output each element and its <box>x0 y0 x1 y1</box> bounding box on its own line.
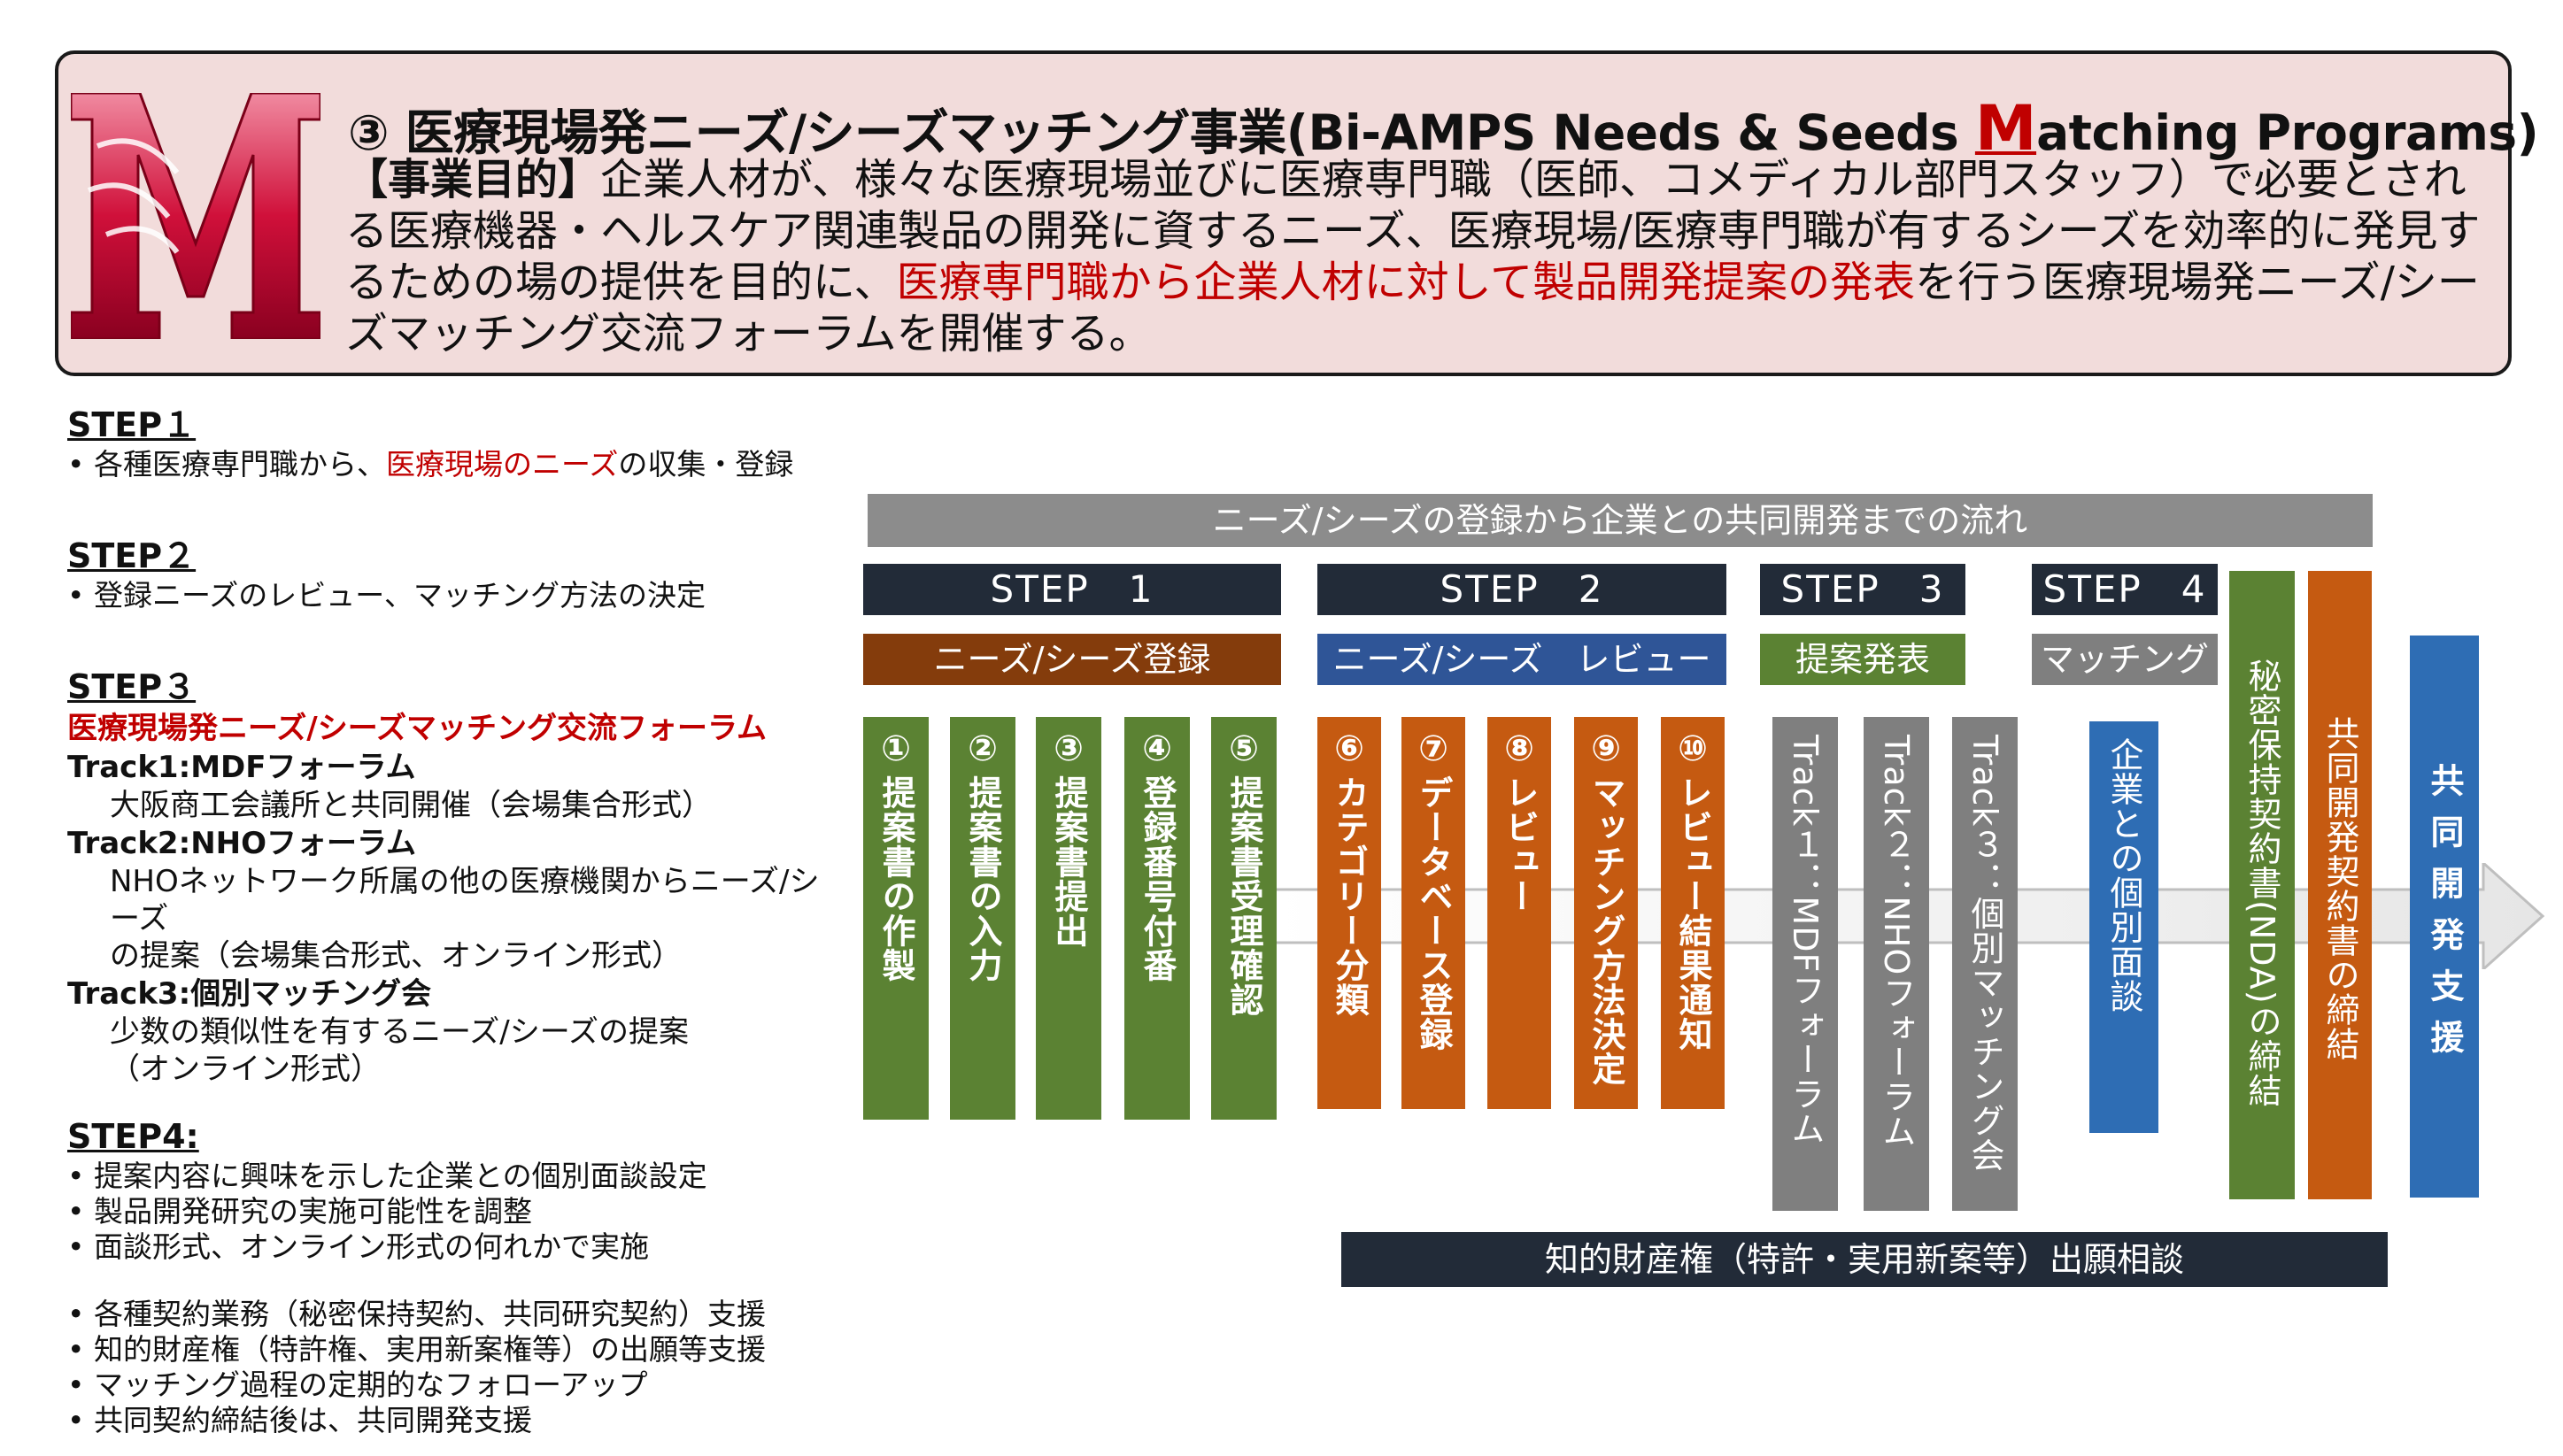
cat-registration: ニーズ/シーズ登録 <box>863 634 1281 685</box>
flow-item-5: ⑤ 提案書受理確認 <box>1211 717 1277 1120</box>
flow-item-6: ⑥ カテゴリー分類 <box>1317 717 1381 1109</box>
flow-track-1: Track１：MDFフォーラム <box>1772 717 1838 1211</box>
purpose-highlight: 医療専門職から企業人材に対して製品開発提案の発表 <box>896 258 1916 307</box>
flow-step-4: STEP 4 <box>2032 564 2218 615</box>
step2-bullet: • 登録ニーズのレビュー、マッチング方法の決定 <box>67 578 706 612</box>
ip-consultation-bar: 知的財産権（特許・実用新案等）出願相談 <box>1341 1232 2388 1287</box>
item-number: ④ <box>1142 728 1172 769</box>
step1-bullet-red: 医療現場のニーズ <box>385 447 619 481</box>
item-number: ⑨ <box>1591 728 1621 769</box>
track3-heading: Track3:個別マッチング会 <box>67 976 432 1012</box>
step3-heading: STEP３ <box>67 667 197 706</box>
item-number: ⑩ <box>1678 728 1708 769</box>
support-bullet: • 各種契約業務（秘密保持契約、共同研究契約）支援 <box>67 1297 766 1331</box>
item-label: マッチング方法決定 <box>1586 775 1625 1086</box>
cat-review: ニーズ/シーズ レビュー <box>1317 634 1726 685</box>
flow-joint-support: 共同開発支援 <box>2410 636 2479 1198</box>
flow-step-3: STEP 3 <box>1760 564 1965 615</box>
flow-nda: 秘密保持契約書(NDA)の締結 <box>2229 571 2295 1199</box>
track-label: Track１：MDFフォーラム <box>1786 735 1825 1146</box>
step4-heading: STEP4: <box>67 1117 199 1156</box>
support-bullet: • 共同契約締結後は、共同開発支援 <box>67 1403 532 1437</box>
item-label: 提案書受理確認 <box>1224 775 1263 1017</box>
step4-bullet: • 提案内容に興味を示した企業との個別面談設定 <box>67 1159 707 1193</box>
purpose-panel <box>55 50 2512 376</box>
item-label: 提案書の入力 <box>963 775 1002 982</box>
item-number: ① <box>881 728 911 769</box>
support-bullet: • マッチング過程の定期的なフォローアップ <box>67 1367 648 1402</box>
item-number: ⑥ <box>1334 728 1364 769</box>
item-number: ⑧ <box>1504 728 1534 769</box>
title-end: atching Programs) <box>2036 104 2539 161</box>
item-label: 提案書の作製 <box>876 775 915 982</box>
step1-bullet: • 各種医療専門職から、医療現場のニーズの収集・登録 <box>67 447 846 482</box>
flow-item-3: ③ 提案書提出 <box>1036 717 1101 1120</box>
flow-joint-contract: 共同開発契約書の締結 <box>2308 571 2372 1199</box>
flow-step-2: STEP 2 <box>1317 564 1726 615</box>
cat-presentation: 提案発表 <box>1760 634 1965 685</box>
support-label: 共同開発支援 <box>2425 763 2464 1071</box>
flow-item-8: ⑧ レビュー <box>1487 717 1551 1109</box>
flow-item-4: ④ 登録番号付番 <box>1124 717 1190 1120</box>
track1-desc: 大阪商工会議所と共同開催（会場集合形式） <box>110 788 712 823</box>
joint-contract-label: 共同開発契約書の締結 <box>2320 716 2359 1061</box>
track-label: Track２：NHOフォーラム <box>1877 735 1916 1149</box>
item-number: ③ <box>1054 728 1084 769</box>
title-main: ③ 医療現場発ニーズ/シーズマッチング事業(Bi-AMPS Needs & Se… <box>348 104 1975 161</box>
m-logo-icon <box>71 93 320 339</box>
item-number: ⑦ <box>1418 728 1448 769</box>
track2-desc-2: の提案（会場集合形式、オンライン形式） <box>110 938 682 974</box>
steps-description: STEP１ • 各種医療専門職から、医療現場のニーズの収集・登録 STEP２ •… <box>67 403 846 1438</box>
track3-desc-2: （オンライン形式） <box>110 1052 381 1087</box>
meeting-label: 企業との個別面談 <box>2104 737 2143 1013</box>
item-number: ② <box>968 728 998 769</box>
flow-step-1: STEP 1 <box>863 564 1281 615</box>
item-number: ⑤ <box>1229 728 1259 769</box>
purpose-text: 【事業目的】企業人材が、様々な医療現場並びに医療専門職（医師、コメディカル部門ス… <box>345 154 2505 359</box>
flow-item-2: ② 提案書の入力 <box>950 717 1015 1120</box>
cat-matching: マッチング <box>2032 634 2218 685</box>
step2-heading: STEP２ <box>67 536 197 575</box>
flow-banner: ニーズ/シーズの登録から企業との共同開発までの流れ <box>868 494 2373 547</box>
item-label: カテゴリー分類 <box>1330 775 1369 1017</box>
item-label: レビュー <box>1500 775 1539 913</box>
track3-desc-1: 少数の類似性を有するニーズ/シーズの提案 <box>110 1014 690 1050</box>
flow-item-7: ⑦ データベース登録 <box>1401 717 1465 1109</box>
item-label: レビュー結果通知 <box>1673 775 1712 1052</box>
support-bullet: • 知的財産権（特許権、実用新案権等）の出願等支援 <box>67 1332 766 1367</box>
item-label: 提案書提出 <box>1049 775 1088 948</box>
step1-bullet-a: • 各種医療専門職から、 <box>67 447 386 481</box>
track2-heading: Track2:NHOフォーラム <box>67 826 416 861</box>
track2-desc-1: NHOネットワーク所属の他の医療機関からニーズ/シーズ <box>110 864 820 936</box>
title-m: M <box>1974 92 2037 165</box>
nda-label: 秘密保持契約書(NDA)の締結 <box>2243 659 2281 1108</box>
flow-item-1: ① 提案書の作製 <box>863 717 929 1120</box>
purpose-label: 【事業目的】 <box>345 155 601 204</box>
purpose-part2: を行う医療現場発ニーズ/シーズマッチング交流フォーラムを開催する。 <box>345 258 2480 358</box>
track1-heading: Track1:MDFフォーラム <box>67 750 416 785</box>
forum-title: 医療現場発ニーズ/シーズマッチング交流フォーラム <box>67 711 767 746</box>
item-label: データベース登録 <box>1414 775 1453 1052</box>
step4-bullet: • 面談形式、オンライン形式の何れかで実施 <box>67 1229 649 1264</box>
purpose-part1: 企業人材が、様々な医療現場並びに医療専門職（医師、コメディカル部門スタッフ）で必… <box>345 155 2481 307</box>
flow-track-3: Track３：個別マッチング会 <box>1952 717 2018 1211</box>
step4-bullet: • 製品開発研究の実施可能性を調整 <box>67 1194 532 1229</box>
track-label: Track３：個別マッチング会 <box>1965 735 2004 1173</box>
step1-heading: STEP１ <box>67 405 197 444</box>
page-title: ③ 医療現場発ニーズ/シーズマッチング事業(Bi-AMPS Needs & Se… <box>348 92 2539 166</box>
flow-item-9: ⑨ マッチング方法決定 <box>1574 717 1638 1109</box>
flow-item-10: ⑩ レビュー結果通知 <box>1661 717 1725 1109</box>
item-label: 登録番号付番 <box>1138 775 1177 982</box>
step1-bullet-b: の収集・登録 <box>618 447 794 481</box>
flow-track-2: Track２：NHOフォーラム <box>1864 717 1929 1211</box>
flow-individual-meeting: 企業との個別面談 <box>2089 721 2158 1133</box>
